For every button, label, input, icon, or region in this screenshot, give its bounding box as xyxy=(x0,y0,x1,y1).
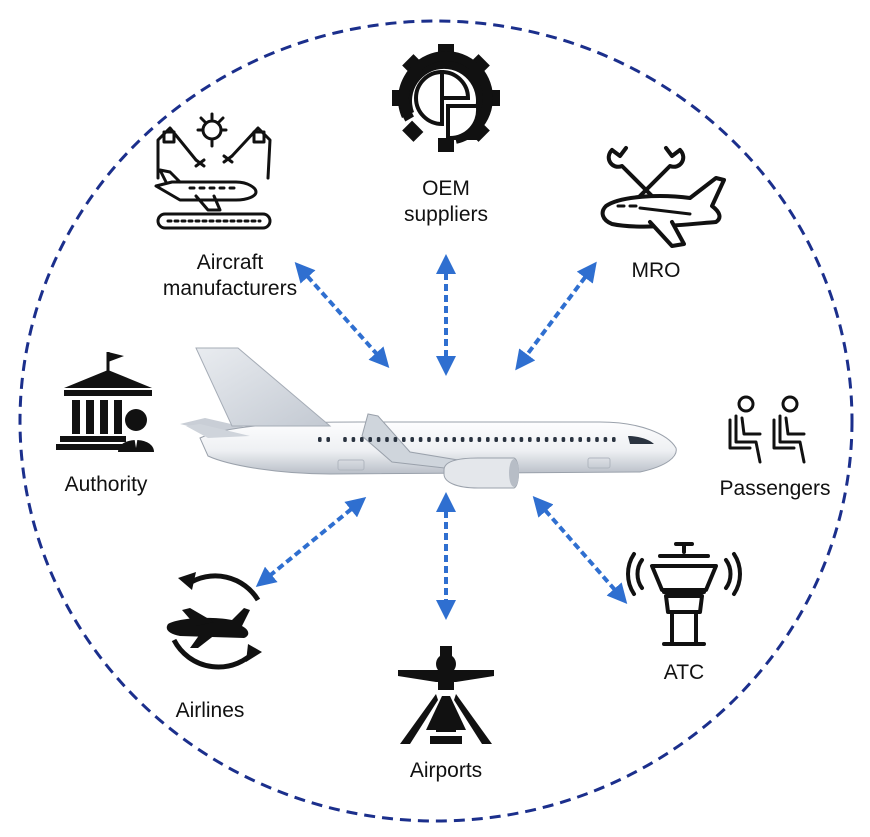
cabin-window xyxy=(385,437,389,442)
wrench-plane-icon xyxy=(600,146,726,248)
cabin-window xyxy=(578,437,582,442)
cabin-window xyxy=(376,437,381,442)
cabin-window xyxy=(561,437,566,442)
cabin-window xyxy=(351,437,356,442)
cabin-window xyxy=(603,437,608,442)
cabin-window xyxy=(427,437,431,442)
cabin-window xyxy=(553,437,557,442)
connection-arrows xyxy=(255,254,628,620)
cabin-window xyxy=(477,437,482,442)
label-manufacturers-line2: manufacturers xyxy=(162,277,298,300)
cabin-window xyxy=(360,437,364,442)
arrow-manufacturers xyxy=(294,262,390,368)
arrow-mro xyxy=(515,261,597,371)
label-airports: Airports xyxy=(409,759,483,782)
cabin-window xyxy=(612,437,616,442)
cabin-window xyxy=(393,437,398,442)
robot-assembly-icon xyxy=(154,112,272,230)
cabin-window xyxy=(595,437,599,442)
label-authority: Authority xyxy=(64,473,148,496)
cabin-window xyxy=(402,437,406,442)
plane-cycle-icon xyxy=(166,572,262,670)
seated-passengers-icon xyxy=(728,395,806,464)
label-oem-line2: suppliers xyxy=(403,203,489,226)
label-oem-line1: OEM xyxy=(422,177,470,200)
runway-icon xyxy=(398,646,494,744)
cabin-window xyxy=(486,437,490,442)
label-airlines: Airlines xyxy=(175,699,245,722)
label-atc: ATC xyxy=(663,661,705,684)
cabin-window xyxy=(586,437,591,442)
cabin-window xyxy=(452,437,456,442)
label-mro: MRO xyxy=(631,259,681,282)
cabin-window xyxy=(318,437,322,442)
cabin-window xyxy=(536,437,540,442)
cabin-window xyxy=(435,437,440,442)
cabin-window xyxy=(494,437,498,442)
cabin-window xyxy=(343,437,347,442)
cabin-window xyxy=(418,437,423,442)
cabin-window xyxy=(410,437,414,442)
government-building-icon xyxy=(56,352,154,452)
cabin-window xyxy=(368,437,372,442)
ecosystem-boundary xyxy=(18,19,854,823)
arrow-airlines xyxy=(255,496,367,588)
label-aircraft-manufacturers: Aircraft manufacturers xyxy=(140,250,320,302)
cabin-window xyxy=(570,437,574,442)
gear-chart-icon xyxy=(392,44,500,152)
cabin-window xyxy=(519,437,524,442)
cabin-window xyxy=(544,437,549,442)
label-manufacturers-line1: Aircraft xyxy=(196,251,264,274)
commercial-airplane-icon xyxy=(180,347,677,489)
label-passengers: Passengers xyxy=(719,477,831,500)
cabin-window xyxy=(469,437,473,442)
arrow-atc xyxy=(532,495,628,605)
cabin-window xyxy=(444,437,448,442)
cabin-window xyxy=(460,437,465,442)
cabin-window xyxy=(511,437,515,442)
label-oem-suppliers: OEM suppliers xyxy=(386,176,506,228)
control-tower-icon xyxy=(626,542,742,646)
cabin-window xyxy=(326,437,330,442)
cabin-window xyxy=(528,437,532,442)
cabin-window xyxy=(502,437,507,442)
